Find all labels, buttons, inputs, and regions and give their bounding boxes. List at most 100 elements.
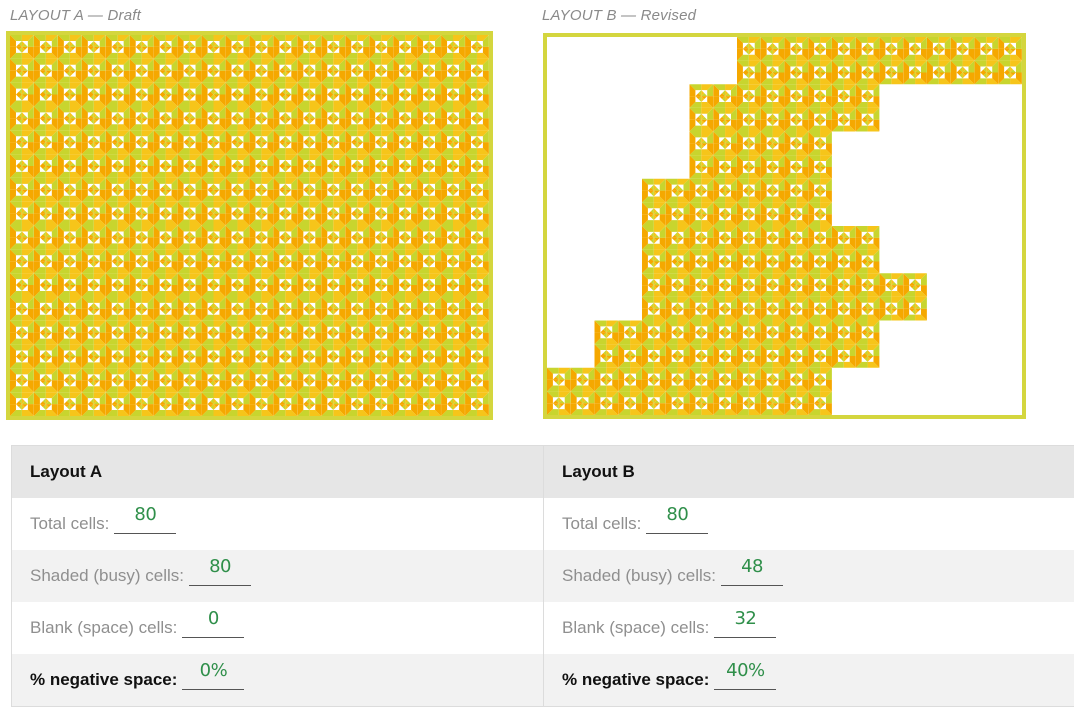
pinwheel-cell — [393, 82, 418, 107]
pinwheel-cell — [441, 201, 465, 226]
pinwheel-cell — [689, 391, 714, 415]
pinwheel-cell — [105, 344, 130, 369]
pinwheel-cell — [855, 226, 880, 250]
pinwheel-cell — [808, 202, 832, 226]
pinwheel-cell — [393, 130, 418, 155]
pinwheel-cell — [665, 178, 690, 203]
pinwheel-cell — [57, 154, 82, 178]
pinwheel-cell — [760, 226, 785, 250]
pinwheel-cell — [441, 344, 465, 369]
pinwheel-cell — [808, 344, 832, 368]
pinwheel-cell — [760, 60, 785, 85]
pinwheel-cell — [249, 35, 274, 59]
pinwheel-cell — [105, 392, 130, 416]
layout-a-blank-row: Blank (space) cells: 0 — [12, 602, 543, 654]
pinwheel-cell — [129, 82, 154, 107]
pinwheel-cell — [784, 391, 809, 415]
pinwheel-cell — [297, 106, 322, 131]
pinwheel-cell — [249, 320, 274, 345]
pinwheel-cell — [784, 273, 809, 297]
total-cells-label: Total cells: — [30, 514, 110, 533]
pinwheel-cell — [321, 225, 346, 250]
pinwheel-cell — [105, 130, 130, 155]
pinwheel-cell — [642, 226, 666, 250]
pinwheel-cell — [153, 392, 178, 416]
pinwheel-cell — [998, 60, 1022, 85]
pinwheel-cell — [879, 37, 904, 61]
pinwheel-cell — [177, 201, 202, 226]
pinwheel-cell — [273, 249, 298, 274]
pinwheel-cell — [177, 273, 202, 297]
pinwheel-cell — [441, 320, 465, 345]
pinwheel-cell — [105, 320, 130, 345]
pinwheel-cell — [249, 296, 274, 321]
pinwheel-cell — [33, 130, 58, 155]
pinwheel-cell — [10, 35, 34, 59]
pinwheel-cell — [784, 226, 809, 250]
pinwheel-cell — [369, 201, 394, 226]
pinwheel-cell — [369, 296, 394, 321]
pinwheel-cell — [273, 177, 298, 202]
pinwheel-cell — [105, 368, 130, 393]
pinwheel-cell — [297, 392, 322, 416]
pinwheel-cell — [273, 225, 298, 250]
layout-b-pattern — [547, 37, 1022, 415]
pinwheel-cell — [81, 106, 106, 131]
pinwheel-cell — [927, 37, 951, 61]
pinwheel-cell — [417, 368, 441, 393]
pinwheel-cell — [737, 84, 761, 108]
pinwheel-cell — [441, 392, 465, 416]
pinwheel-cell — [665, 391, 690, 415]
pinwheel-cell — [201, 106, 226, 131]
pinwheel-cell — [760, 107, 785, 132]
pinwheel-cell — [974, 37, 999, 61]
pinwheel-cell — [201, 82, 226, 107]
pinwheel-cell — [249, 392, 274, 416]
pinwheel-cell — [321, 35, 346, 59]
pinwheel-cell — [417, 82, 441, 107]
pinwheel-cell — [321, 154, 346, 178]
pinwheel-cell — [57, 58, 82, 83]
pinwheel-cell — [10, 177, 34, 202]
pinwheel-cell — [57, 296, 82, 321]
pinwheel-cell — [784, 178, 809, 203]
pinwheel-cell — [713, 202, 737, 226]
pinwheel-cell — [273, 154, 298, 178]
pinwheel-cell — [297, 177, 322, 202]
pinwheel-cell — [81, 154, 106, 178]
pinwheel-cell — [369, 368, 394, 393]
pinwheel-cell — [33, 320, 58, 345]
pinwheel-cell — [177, 106, 202, 131]
pinwheel-cell — [33, 177, 58, 202]
pinwheel-cell — [153, 368, 178, 393]
pinwheel-cell — [927, 60, 951, 85]
pinwheel-cell — [417, 273, 441, 297]
pinwheel-cell — [879, 60, 904, 85]
pinwheel-cell — [153, 154, 178, 178]
pinwheel-cell — [465, 106, 489, 131]
pinwheel-cell — [177, 320, 202, 345]
layout-b-column: Layout B Total cells: 80 Shaded (busy) c… — [543, 446, 1074, 706]
pinwheel-cell — [33, 225, 58, 250]
pinwheel-cell — [297, 320, 322, 345]
pinwheel-cell — [177, 177, 202, 202]
pinwheel-cell — [129, 344, 154, 369]
pinwheel-cell — [713, 84, 737, 108]
pinwheel-cell — [345, 58, 370, 83]
pinwheel-cell — [10, 344, 34, 369]
pinwheel-cell — [10, 58, 34, 83]
pinwheel-cell — [345, 154, 370, 178]
pinwheel-cell — [642, 320, 666, 345]
pinwheel-cell — [393, 35, 418, 59]
pinwheel-cell — [33, 154, 58, 178]
pinwheel-cell — [57, 273, 82, 297]
pinwheel-cell — [808, 131, 832, 156]
pinwheel-cell — [713, 367, 737, 392]
handwritten-answer: 40% — [726, 660, 765, 681]
pinwheel-cell — [273, 344, 298, 369]
pinwheel-cell — [177, 344, 202, 369]
pinwheel-cell — [321, 106, 346, 131]
pinwheel-cell — [321, 273, 346, 297]
pinwheel-cell — [105, 82, 130, 107]
pinwheel-cell — [737, 226, 761, 250]
